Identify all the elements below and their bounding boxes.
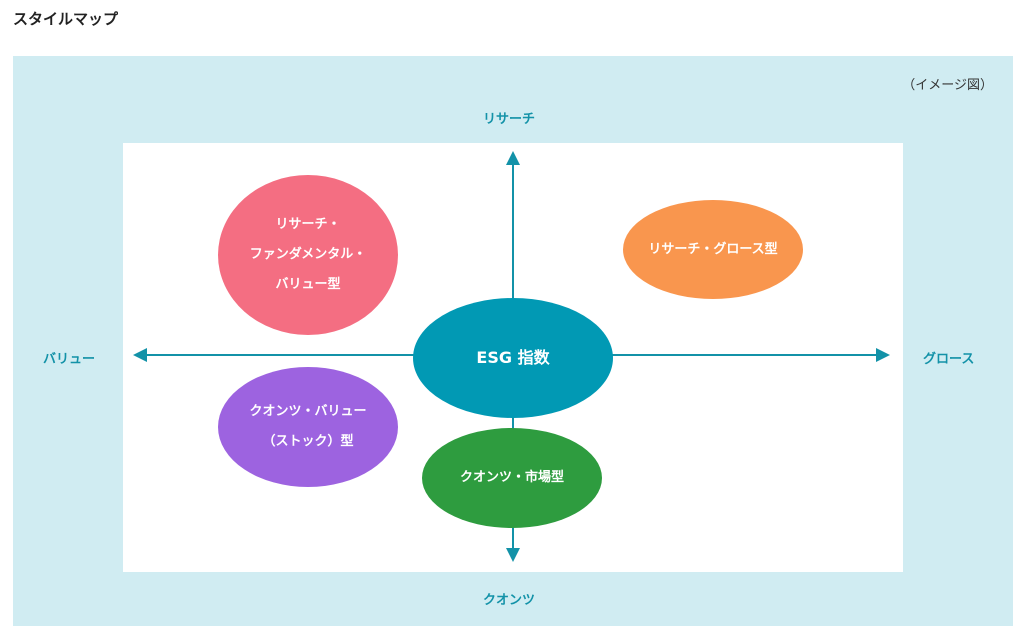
image-note: （イメージ図） [902,78,993,93]
style-label: リサーチ・グロース型 [648,241,778,257]
page-title: スタイルマップ [13,10,119,28]
axis-label-bottom: クオンツ [483,593,536,608]
style-esg-index: ESG 指数 [413,298,613,418]
axis-label-left: バリュー [43,352,96,367]
style-quant-market: クオンツ・市場型 [422,428,602,528]
style-label: クオンツ・市場型 [459,470,564,485]
arrow-left-icon [133,348,147,362]
axis-label-top: リサーチ [483,112,536,127]
style-label: リサーチ・ [275,217,341,232]
style-label: ファンダメンタル・ [249,247,367,262]
arrow-up-icon [506,151,520,165]
style-research-growth: リサーチ・グロース型 [623,200,803,299]
style-research-fundamental-value: リサーチ・ファンダメンタル・バリュー型 [218,175,398,335]
style-label: クオンツ・バリュー [249,404,367,419]
style-quant-value-stock: クオンツ・バリュー （ストック）型 [218,367,398,487]
arrow-right-icon [876,348,890,362]
style-label: （ストック）型 [262,434,354,449]
arrow-down-icon [506,548,520,562]
style-label: ESG 指数 [476,348,550,367]
axis-label-right: グロース [923,352,975,367]
style-label: バリュー型 [275,277,341,292]
